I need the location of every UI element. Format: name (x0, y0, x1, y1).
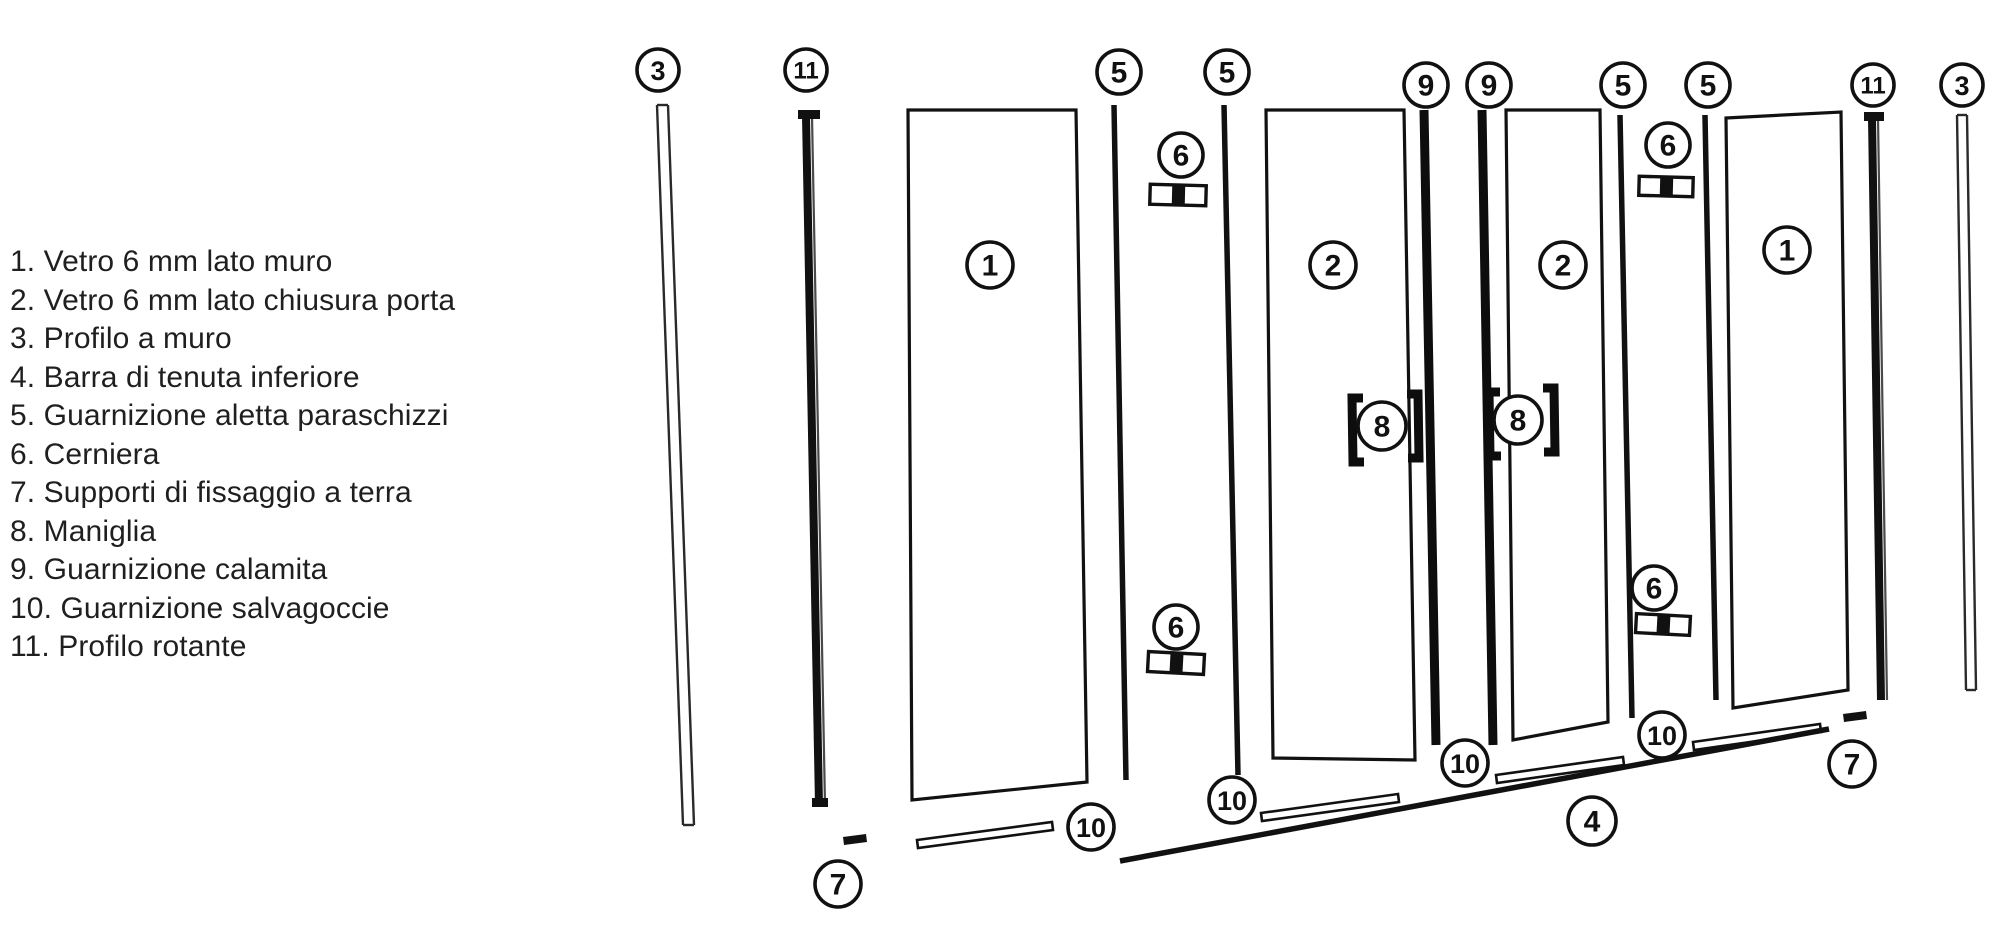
callout-7-right: 7 (1827, 739, 1877, 789)
legend-item-7: 7. Supporti di fissaggio a terra (10, 476, 412, 509)
callout-label: 1 (982, 250, 999, 283)
callout-label: 6 (1646, 573, 1663, 606)
glass-panel-2-left (1264, 108, 1417, 762)
callout-6-bottom-left: 6 (1152, 603, 1200, 651)
callout-label: 6 (1168, 612, 1185, 645)
legend-item-5: 5. Guarnizione aletta paraschizzi (10, 399, 449, 432)
callout-label: 10 (1647, 721, 1677, 751)
callout-label: 7 (1844, 749, 1861, 782)
parts-legend: 1. Vetro 6 mm lato muro 2. Vetro 6 mm la… (10, 243, 630, 667)
callout-label: 5 (1219, 57, 1236, 90)
legend-item-6: 6. Cerniera (10, 437, 160, 471)
callout-label: 3 (1954, 71, 1969, 101)
callout-label: 6 (1660, 130, 1677, 163)
callout-10-d: 10 (1637, 710, 1687, 760)
glass-panel-1-right (1724, 110, 1850, 710)
legend-item-10: 10. Guarnizione salvagoccie (10, 591, 390, 625)
callout-5-b: 5 (1203, 48, 1251, 96)
callout-label: 7 (830, 869, 847, 902)
callout-6-top-right: 6 (1644, 121, 1692, 169)
callout-label: 2 (1555, 250, 1572, 283)
callout-label: 5 (1615, 70, 1632, 103)
rotating-profile-right (1864, 112, 1889, 701)
wall-profile-left (655, 103, 696, 827)
drip-seal-10-a (915, 820, 1055, 850)
bottom-tightness-bar-4 (1119, 726, 1830, 864)
callout-9-a: 9 (1402, 61, 1450, 109)
legend-item-2: 2. Vetro 6 mm lato chiusura porta (10, 283, 456, 317)
callout-1-left: 1 (965, 240, 1015, 290)
callout-11-right: 11 (1850, 62, 1896, 108)
callout-8-left: 8 (1356, 400, 1408, 452)
callout-label: 10 (1450, 749, 1480, 779)
callout-4: 4 (1566, 795, 1618, 847)
callout-10-b: 10 (1207, 775, 1257, 825)
callout-label: 5 (1111, 57, 1128, 90)
rotating-profile-left (798, 110, 828, 807)
callout-3-right: 3 (1939, 62, 1985, 108)
callout-label: 1 (1779, 235, 1796, 268)
callout-label: 10 (1217, 786, 1247, 816)
hinge-6-bottom-left (1145, 649, 1207, 677)
callout-label: 11 (1860, 73, 1885, 100)
callout-2-left: 2 (1308, 240, 1358, 290)
callout-5-c: 5 (1599, 61, 1647, 109)
glass-panel-1-left (906, 108, 1089, 802)
drip-seal-10-d (1691, 722, 1823, 752)
callout-10-c: 10 (1440, 738, 1490, 788)
floor-support-7-right (1843, 711, 1867, 722)
floor-support-7-left (843, 834, 867, 845)
callout-label: 8 (1374, 411, 1391, 444)
splash-seal-5-c (1617, 114, 1635, 719)
callout-6-bottom-right: 6 (1630, 564, 1678, 612)
callout-9-b: 9 (1465, 61, 1513, 109)
splash-seal-5-b (1221, 104, 1241, 776)
callout-3-left: 3 (635, 47, 681, 93)
callout-2-right: 2 (1538, 240, 1588, 290)
splash-seal-5-a (1111, 104, 1129, 781)
legend-item-11: 11. Profilo rotante (10, 630, 247, 663)
handle-8-right (1484, 383, 1560, 461)
callout-7-left: 7 (813, 859, 863, 909)
callout-label: 9 (1418, 70, 1435, 103)
hinge-6-bottom-right (1633, 611, 1693, 638)
callout-label: 11 (793, 58, 818, 85)
callout-label: 2 (1325, 250, 1342, 283)
callout-10-a: 10 (1066, 802, 1116, 852)
drip-seal-10-b (1259, 792, 1401, 823)
callout-11-left: 11 (783, 47, 829, 93)
callout-label: 3 (650, 56, 665, 86)
magnet-seal-9-a (1419, 109, 1441, 746)
callout-8-right: 8 (1492, 394, 1544, 446)
callout-5-a: 5 (1095, 48, 1143, 96)
legend-item-4: 4. Barra di tenuta inferiore (10, 360, 360, 394)
callout-group: 3 11 5 5 6 9 9 (635, 47, 1985, 909)
callout-label: 4 (1584, 806, 1601, 839)
legend-item-9: 9. Guarnizione calamita (10, 553, 328, 586)
callout-5-d: 5 (1684, 61, 1732, 109)
legend-item-3: 3. Profilo a muro (10, 322, 232, 355)
callout-label: 8 (1510, 405, 1527, 438)
legend-item-8: 8. Maniglia (10, 514, 157, 548)
hinge-6-top-right (1637, 174, 1695, 199)
callout-label: 5 (1700, 70, 1717, 103)
handle-8-left (1347, 389, 1424, 467)
wall-profile-right (1955, 113, 1978, 692)
callout-6-top-left: 6 (1157, 131, 1205, 179)
callout-label: 10 (1076, 813, 1106, 843)
callout-label: 6 (1173, 140, 1190, 173)
callout-label: 9 (1481, 70, 1498, 103)
callout-1-right: 1 (1762, 225, 1812, 275)
legend-item-1: 1. Vetro 6 mm lato muro (10, 245, 333, 278)
hinge-6-top-left (1148, 182, 1208, 208)
splash-seal-5-d (1702, 114, 1719, 701)
